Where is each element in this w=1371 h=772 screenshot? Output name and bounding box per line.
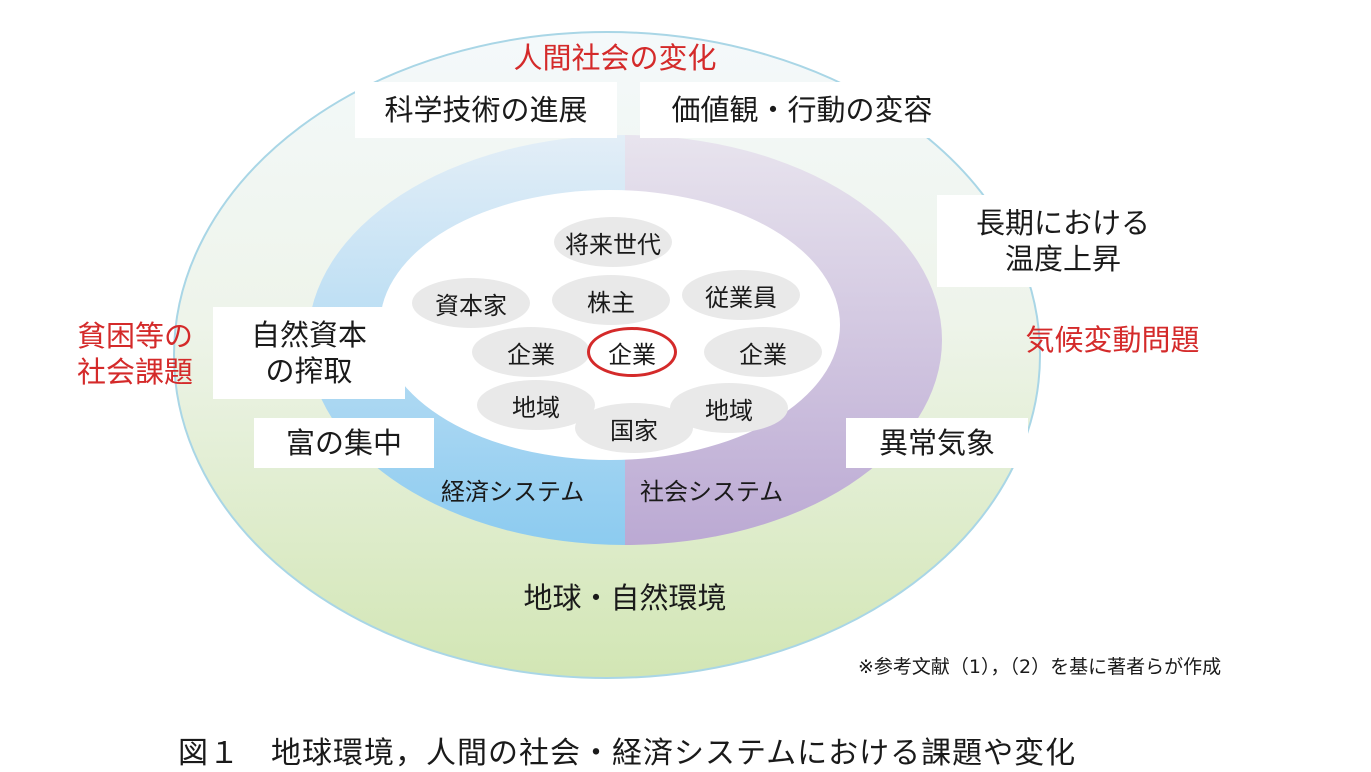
human-society-change-label: 人間社会の変化 xyxy=(513,41,717,75)
company-center-pill: 企業 xyxy=(587,327,677,377)
company-left-pill: 企業 xyxy=(472,327,590,377)
figure-caption: 図１ 地球環境，人間の社会・経済システムにおける課題や変化 xyxy=(178,736,1077,771)
climate-change-label: 気候変動問題 xyxy=(1025,323,1200,357)
wealth-concentration-box: 富の集中 xyxy=(254,418,434,468)
abnormal-weather-box: 異常気象 xyxy=(846,418,1028,468)
region-left-pill: 地域 xyxy=(477,380,595,430)
social-system-label: 社会システム xyxy=(640,478,784,506)
values-behavior-box: 価値観・行動の変容 xyxy=(640,82,964,138)
economic-system-label: 経済システム xyxy=(441,478,585,506)
poverty-social-issues-label: 貧困等の 社会課題 xyxy=(76,319,193,390)
future-generations-pill: 将来世代 xyxy=(554,217,672,267)
company-right-pill: 企業 xyxy=(704,327,822,377)
employee-pill: 従業員 xyxy=(682,270,800,320)
source-note: ※参考文献（1），（2）を基に著者らが作成 xyxy=(858,656,1222,678)
long-term-temperature-box: 長期における 温度上昇 xyxy=(937,195,1189,287)
natural-capital-box: 自然資本 の搾取 xyxy=(213,307,405,399)
shareholder-pill: 株主 xyxy=(552,275,670,325)
science-technology-box: 科学技術の進展 xyxy=(355,82,617,138)
capitalist-pill: 資本家 xyxy=(412,278,530,328)
earth-nature-label: 地球・自然環境 xyxy=(523,581,727,615)
region-right-pill: 地域 xyxy=(670,383,788,433)
